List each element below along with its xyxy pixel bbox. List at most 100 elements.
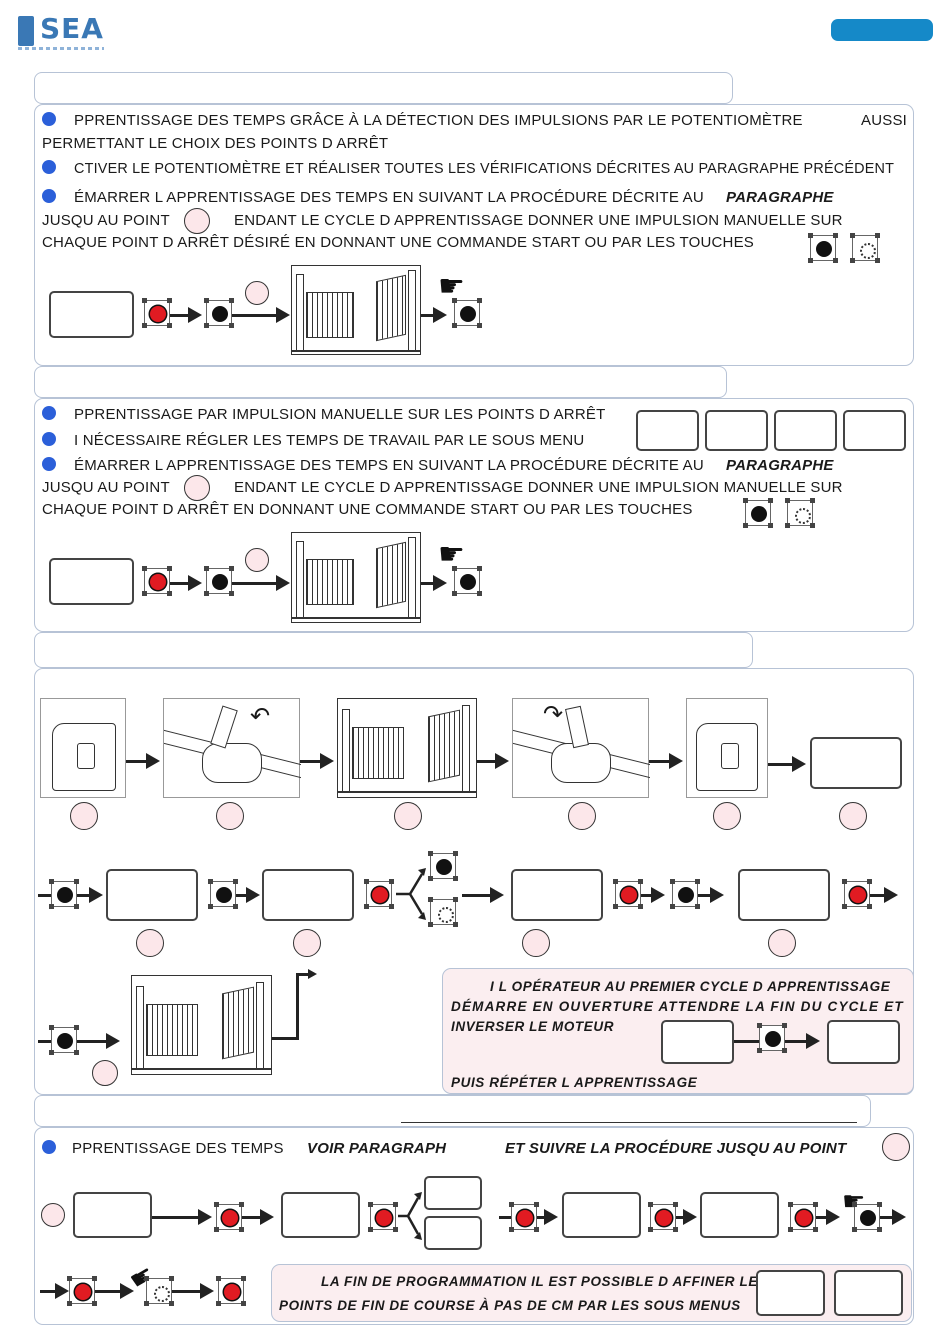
section2-bullet1: PPRENTISSAGE PAR IMPULSION MANUELLE SUR … [74, 406, 606, 423]
section1-bullet1: PPRENTISSAGE DES TEMPS GRÂCE À LA DÉTECT… [74, 112, 803, 129]
note-line3: INVERSER LE MOTEUR [451, 1019, 615, 1034]
arrow-head [544, 1209, 558, 1225]
bullet-dot [42, 406, 56, 420]
display-box [810, 737, 902, 789]
section4-note-line2: POINTS DE FIN DE COURSE À PAS DE CM PAR … [279, 1298, 741, 1313]
prog-button-icon [613, 879, 643, 909]
start-button-icon [452, 298, 482, 328]
arrow-head [669, 753, 683, 769]
step-circle [839, 802, 867, 830]
gate-illustration [291, 532, 421, 623]
arrow-head [146, 753, 160, 769]
branch-arrows [398, 1192, 422, 1240]
menu-display-box [843, 410, 906, 451]
arrow-line [880, 1216, 892, 1219]
step-circle [216, 802, 244, 830]
arrow-line [768, 763, 794, 766]
arrow-line [38, 1040, 52, 1043]
step-circle [70, 802, 98, 830]
section1-bullet1-line2: PERMETTANT LE CHOIX DES POINTS D ARRÊT [42, 135, 389, 152]
arrow-line [272, 1037, 296, 1040]
gate-illustration [131, 975, 272, 1075]
arrow-head [651, 887, 665, 903]
prog-button-icon [788, 1202, 818, 1232]
display-box [424, 1216, 482, 1250]
branch-arrows [396, 868, 426, 920]
sea-logo: SEA [18, 12, 118, 52]
menu-display-box [636, 410, 699, 451]
display-box [738, 869, 830, 921]
prog-button-icon [648, 1202, 678, 1232]
section2-line2b: ENDANT LE CYCLE D APPRENTISSAGE DONNER U… [234, 479, 843, 496]
bullet-dot [42, 189, 56, 203]
start-button-icon [49, 879, 79, 909]
display-box [73, 1192, 152, 1238]
arrow-head [188, 575, 202, 591]
prog-button-icon [142, 566, 172, 596]
menu-display-box [774, 410, 837, 451]
note-line1: I L OPÉRATEUR AU PREMIER CYCLE D APPRENT… [490, 979, 891, 994]
arrow-head [792, 756, 806, 772]
arrow-line [242, 1216, 262, 1219]
step-circle [293, 929, 321, 957]
arrow-head [806, 1033, 820, 1049]
step-circle [568, 802, 596, 830]
arrow-head [495, 753, 509, 769]
arrow-head [55, 1283, 69, 1299]
arrow-head [106, 1033, 120, 1049]
arrow-line [77, 894, 91, 897]
arrow-line [172, 1290, 202, 1293]
arrow-head [433, 575, 447, 591]
section3-header [34, 632, 753, 668]
arrow-line [232, 314, 278, 317]
arrow-line [477, 760, 497, 763]
arrow-line [126, 760, 148, 763]
arrow-line [300, 760, 322, 763]
arrow-head [89, 887, 103, 903]
step-circle [713, 802, 741, 830]
prog-button-icon [214, 1202, 244, 1232]
section2-line3: CHAQUE POINT D ARRÊT EN DONNANT UNE COMM… [42, 501, 693, 518]
section4-header [34, 1095, 871, 1127]
hand-press-icon: ☛ [438, 538, 465, 571]
start-button-icon [49, 1025, 79, 1055]
logo-mark [18, 16, 34, 46]
arrow-head [490, 887, 504, 903]
step-circle [882, 1133, 910, 1161]
arrow-line [95, 1290, 121, 1293]
arrow-head [188, 307, 202, 323]
step-circle [394, 802, 422, 830]
arrow-head [826, 1209, 840, 1225]
menu-display-box [705, 410, 768, 451]
logo-tagline [18, 47, 104, 50]
start-button-icon [452, 566, 482, 596]
start-button-icon [208, 879, 238, 909]
arrow-line [499, 1216, 511, 1219]
gate-illustration [337, 698, 477, 798]
arrow-line [421, 582, 435, 585]
arrow-head [246, 887, 260, 903]
open-button-icon [785, 498, 815, 528]
menu-display-box [834, 1270, 903, 1316]
section2-line2a: JUSQU AU POINT [42, 479, 170, 496]
prog-button-icon [842, 879, 872, 909]
prog-button-icon [368, 1202, 398, 1232]
control-box-illustration [40, 698, 126, 798]
close-button-icon [743, 498, 773, 528]
bullet-dot [42, 432, 56, 446]
arrow-line [40, 1290, 56, 1293]
arrow-line [641, 894, 653, 897]
arrow-head [320, 753, 334, 769]
step-circle [768, 929, 796, 957]
step-circle [245, 548, 269, 572]
step-circle [136, 929, 164, 957]
header-rule [401, 1122, 857, 1123]
arrow-line [296, 974, 299, 1040]
section2-bullet3-em: PARAGRAPHE [726, 457, 834, 474]
motor-lock-illustration: ↷ [512, 698, 650, 798]
section1-line3: CHAQUE POINT D ARRÊT DÉSIRÉ EN DONNANT U… [42, 234, 754, 251]
arrow-line [816, 1216, 826, 1219]
start-button-icon [757, 1023, 787, 1053]
open-button-icon [428, 897, 458, 927]
display-box [281, 1192, 360, 1238]
